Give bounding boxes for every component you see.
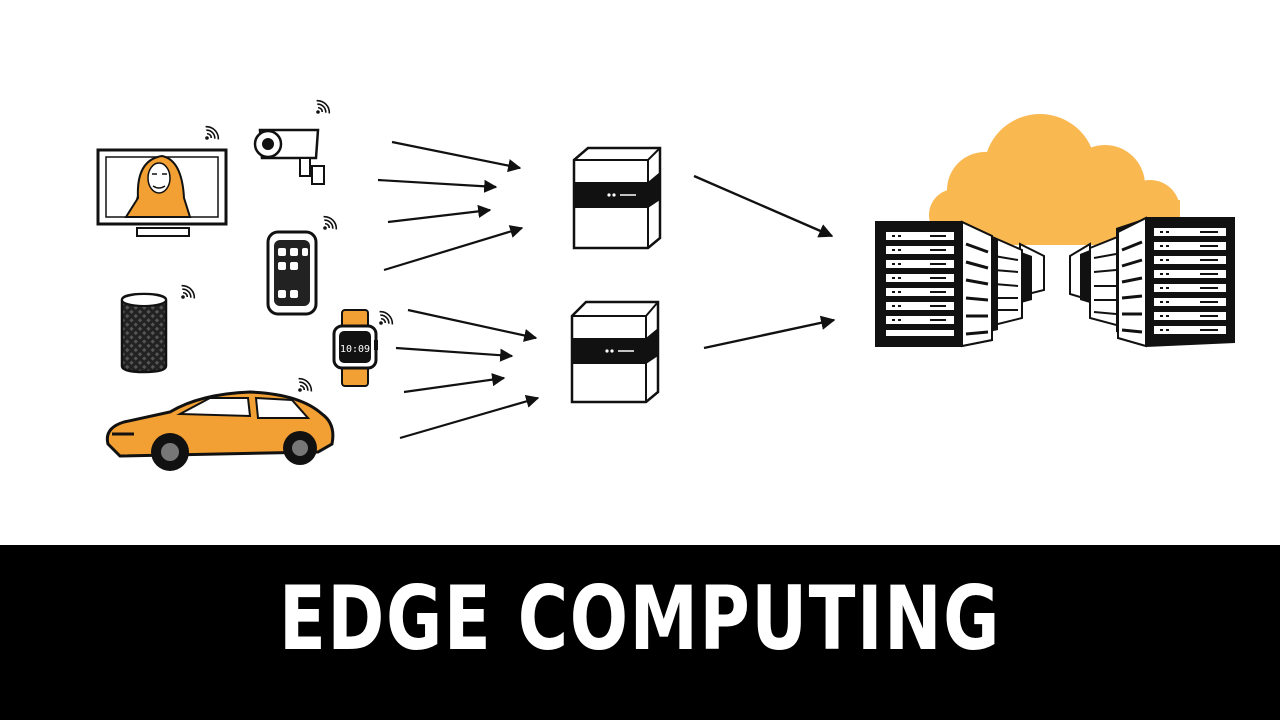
arrow-icon — [407, 308, 538, 342]
car-icon — [105, 390, 335, 471]
wifi-icon — [322, 213, 340, 231]
wifi-icon — [315, 97, 333, 115]
watch-time: 10:09 — [340, 344, 370, 355]
device-to-edge-arrows-bottom — [395, 308, 540, 440]
smartwatch-icon: 10:09 — [332, 309, 378, 387]
arrow-icon — [383, 225, 524, 272]
edge-server-icon — [570, 300, 660, 404]
edge-server-icon — [572, 146, 662, 250]
arrow-icon — [693, 174, 834, 238]
arrow-icon — [403, 373, 506, 394]
wifi-icon — [378, 308, 396, 326]
cloud-icon — [929, 114, 1180, 245]
smart-speaker-icon — [120, 292, 168, 374]
arrow-icon — [391, 140, 522, 173]
page-title: EDGE COMPUTING — [278, 567, 1002, 670]
title-banner: EDGE COMPUTING — [0, 545, 1280, 720]
device-to-edge-arrows-top — [377, 140, 524, 272]
edge-to-cloud-arrows — [693, 174, 836, 350]
security-camera-icon — [253, 128, 325, 185]
arrow-icon — [703, 315, 836, 350]
arrow-icon — [387, 204, 492, 224]
data-center-icon — [1069, 216, 1235, 348]
wifi-icon — [204, 123, 222, 141]
smartphone-icon — [266, 230, 318, 316]
wifi-icon — [180, 282, 198, 300]
arrow-icon — [377, 178, 498, 193]
tv-icon — [96, 148, 228, 237]
wifi-icon — [297, 375, 315, 393]
edge-computing-diagram: 10:09 — [96, 97, 1235, 471]
data-center-icon — [875, 220, 1045, 348]
arrow-icon — [395, 346, 514, 362]
arrow-icon — [399, 394, 540, 440]
